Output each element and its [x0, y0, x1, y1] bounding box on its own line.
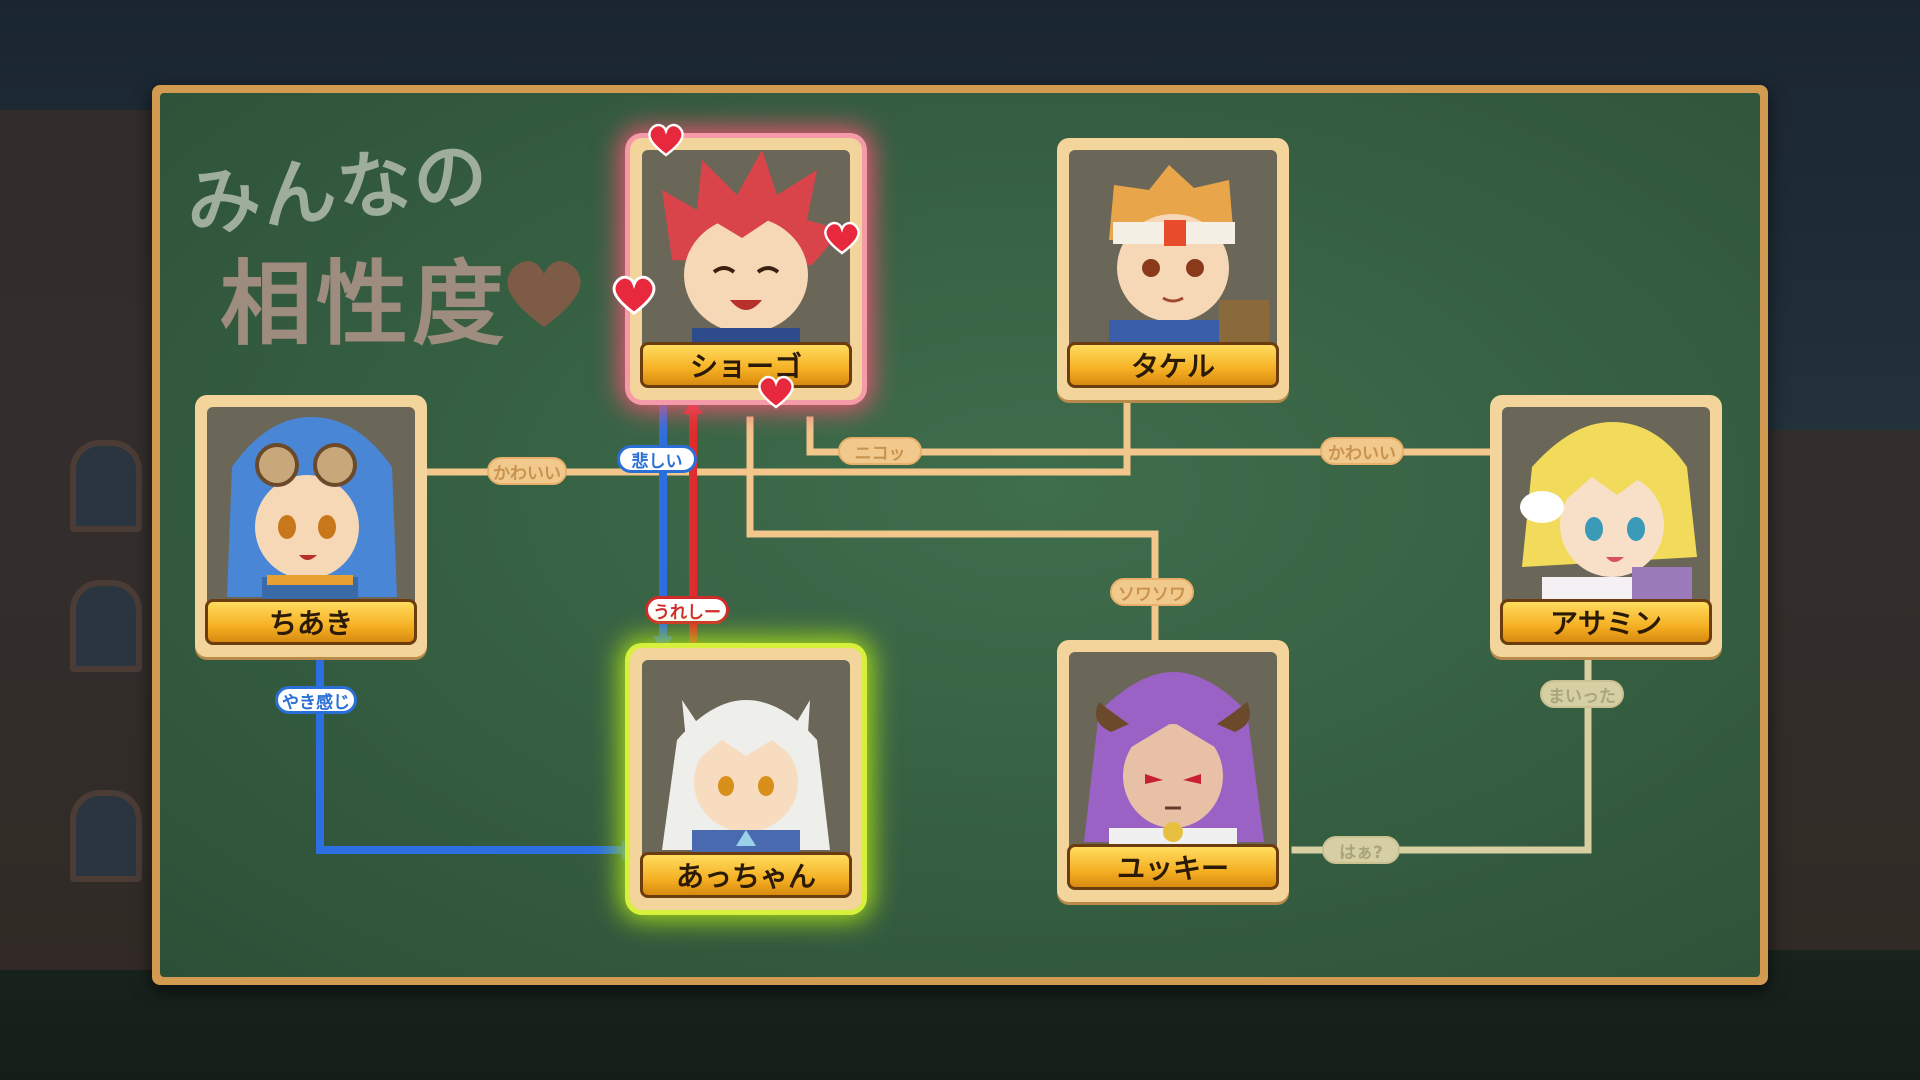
arrow-head: [653, 636, 673, 652]
relation-tag: まいった: [1540, 680, 1624, 708]
character-nameplate: ショーゴ: [640, 342, 852, 388]
character-card-yukki[interactable]: ユッキー: [1057, 640, 1289, 902]
character-nameplate: ユッキー: [1067, 844, 1279, 890]
heart-icon: [648, 123, 684, 157]
title-line-2: 相性度: [220, 251, 509, 358]
line-shogo-asamin: [806, 416, 1494, 456]
character-portrait: [207, 407, 415, 607]
character-card-asamin[interactable]: アサミン: [1490, 395, 1722, 657]
character-portrait: [1502, 407, 1710, 607]
character-nameplate: あっちゃん: [640, 852, 852, 898]
background-window: [70, 790, 142, 882]
heart-icon: [507, 261, 581, 328]
background-window: [70, 580, 142, 672]
background-building-right: [1768, 430, 1920, 950]
relation-tag: 悲しい: [617, 445, 697, 473]
character-card-chiaki[interactable]: ちあき: [195, 395, 427, 657]
relation-tag: やき感じ: [275, 686, 357, 714]
heart-icon: [824, 221, 860, 255]
relation-tag: かわいい: [1320, 437, 1404, 465]
character-portrait: [1069, 150, 1277, 350]
character-nameplate: タケル: [1067, 342, 1279, 388]
character-card-acchan[interactable]: あっちゃん: [630, 648, 862, 910]
heart-icon: [758, 375, 794, 409]
line-chiaki-acchan: [316, 654, 629, 854]
arrow-head: [683, 398, 703, 414]
character-nameplate: アサミン: [1500, 599, 1712, 645]
character-portrait: [1069, 652, 1277, 852]
screen-title: みんなの 相性度: [182, 130, 605, 358]
relation-tag: ソワソワ: [1110, 578, 1194, 606]
character-card-takeru[interactable]: タケル: [1057, 138, 1289, 400]
character-nameplate: ちあき: [205, 599, 417, 645]
heart-icon: [612, 275, 656, 316]
character-portrait: [642, 150, 850, 350]
relation-tag: うれしー: [645, 596, 729, 624]
character-portrait: [642, 660, 850, 860]
relation-tag: はぁ?: [1322, 836, 1400, 864]
background-window: [70, 440, 142, 532]
relation-tag: かわいい: [487, 457, 567, 485]
relation-tag: ニコッ: [838, 437, 922, 465]
character-card-shogo[interactable]: ショーゴ: [630, 138, 862, 400]
